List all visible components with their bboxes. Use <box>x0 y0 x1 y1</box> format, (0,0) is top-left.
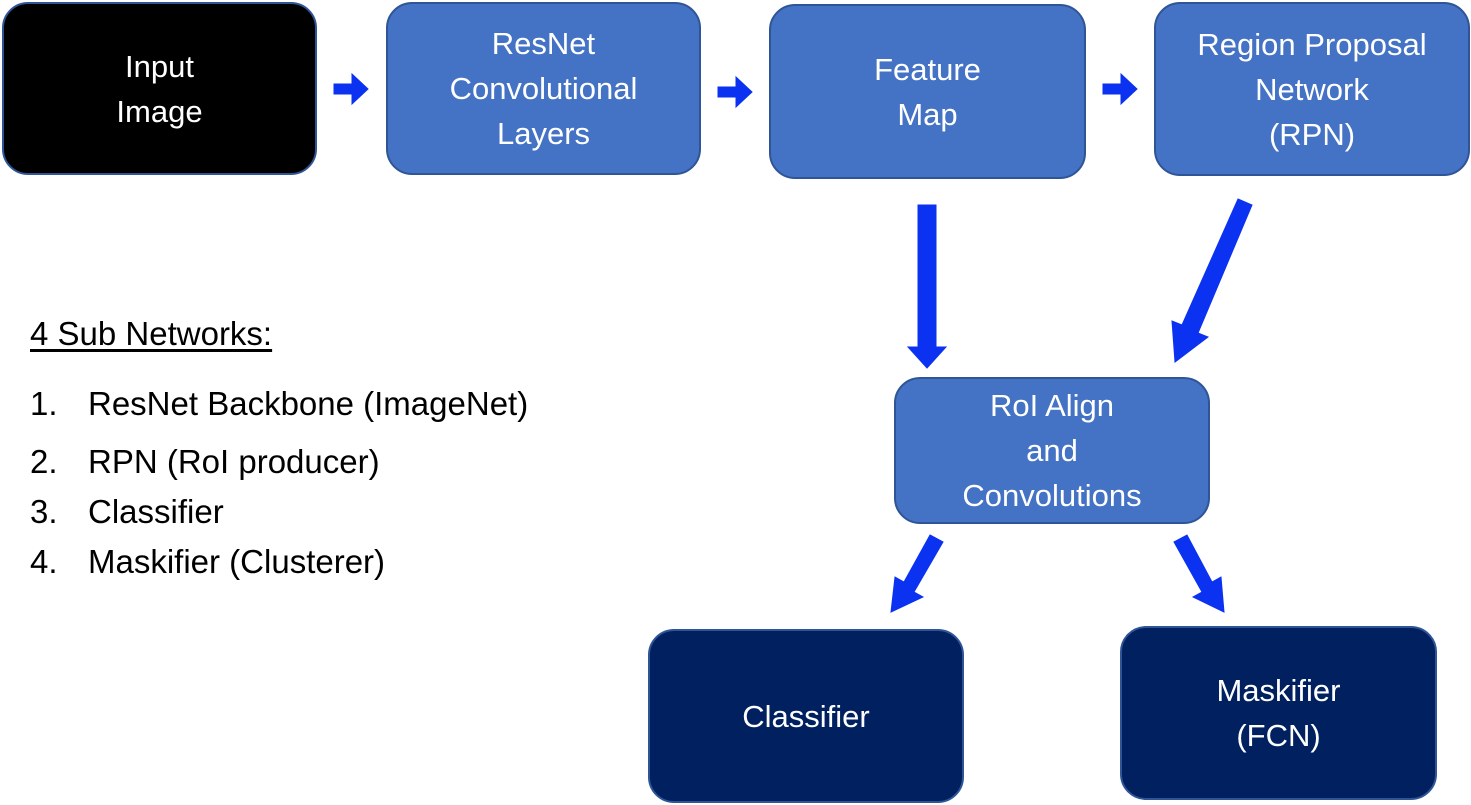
legend-list: 1. ResNet Backbone (ImageNet) 2. RPN (Ro… <box>30 382 528 590</box>
arrow-roi-to-maskifier <box>1173 534 1225 613</box>
maskifier-label: Maskifier (FCN) <box>1216 673 1341 753</box>
legend-item-text: ResNet Backbone (ImageNet) <box>88 385 529 422</box>
resnet-conv-layers-label: ResNet Convolutional Layers <box>449 26 638 151</box>
legend-item-number: 1. <box>30 385 58 422</box>
rpn-node: Region Proposal Network (RPN) <box>1154 2 1470 176</box>
input-image-label: Input Image <box>116 48 203 129</box>
legend-item-number: 4. <box>30 543 58 580</box>
rpn-label: Region Proposal Network (RPN) <box>1197 26 1427 152</box>
legend-item-text: Classifier <box>88 493 224 530</box>
arrow-rpn-to-roi <box>1171 198 1253 363</box>
arrow-resnet-to-feature-map <box>717 75 753 109</box>
legend-item: 1. ResNet Backbone (ImageNet) <box>30 382 528 440</box>
legend-item-text: Maskifier (Clusterer) <box>88 543 386 580</box>
feature-map-label: Feature Map <box>874 51 981 132</box>
legend-item: 4. Maskifier (Clusterer) <box>30 540 528 590</box>
legend-item-text: RPN (RoI producer) <box>88 443 380 480</box>
subnetworks-legend: 4 Sub Networks: 1. ResNet Backbone (Imag… <box>30 312 528 590</box>
legend-title: 4 Sub Networks: <box>30 315 273 352</box>
arrow-roi-to-classifier <box>890 534 944 613</box>
roi-align-node: RoI Align and Convolutions <box>894 377 1210 524</box>
legend-item-number: 3. <box>30 493 58 530</box>
legend-item: 3. Classifier <box>30 490 528 540</box>
arrow-feature-map-to-rpn <box>1102 72 1138 106</box>
arrow-input-to-resnet <box>333 72 369 106</box>
maskifier-node: Maskifier (FCN) <box>1120 626 1437 800</box>
classifier-node: Classifier <box>648 629 964 803</box>
legend-item: 2. RPN (RoI producer) <box>30 440 528 490</box>
feature-map-node: Feature Map <box>769 4 1086 179</box>
roi-align-label: RoI Align and Convolutions <box>962 388 1142 513</box>
classifier-label: Classifier <box>742 698 870 734</box>
input-image-node: Input Image <box>2 2 317 175</box>
arrow-feature-map-to-roi <box>906 204 948 369</box>
legend-item-number: 2. <box>30 443 58 480</box>
resnet-conv-layers-node: ResNet Convolutional Layers <box>386 2 701 175</box>
